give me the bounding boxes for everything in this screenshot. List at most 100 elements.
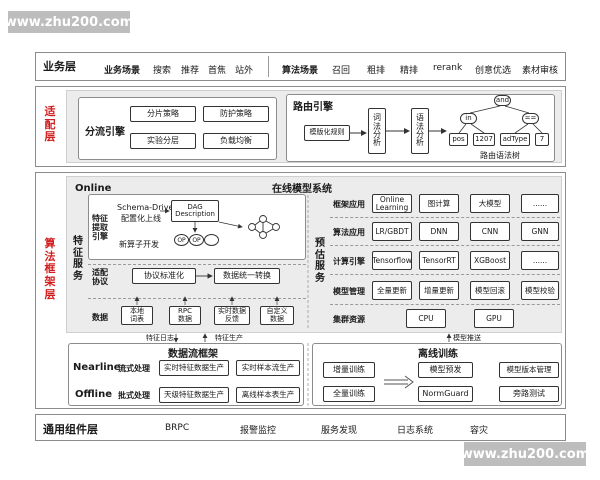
algo-item-coarse-rank: 粗排: [367, 66, 386, 76]
stream-framework-title: 数据流框架: [168, 349, 218, 360]
estimate-item: 模型校验: [521, 281, 559, 300]
algo-item-rerank: rerank: [433, 63, 463, 73]
estimate-item: ......: [521, 194, 559, 213]
bypass-test: 旁路测试: [499, 386, 559, 402]
batch-processing-label: 批式处理: [118, 391, 150, 400]
business-item-search: 搜索: [153, 66, 172, 76]
protocol-standardization: 协议标准化: [132, 268, 196, 284]
algo-scene-label: 算法场景: [282, 66, 319, 76]
routing-lexical-analysis: 词法分析: [368, 108, 386, 154]
business-item-external: 站外: [235, 66, 254, 76]
dag-arrow-graph: [218, 221, 243, 229]
traffic-protect-strategy: 防护策略: [203, 106, 269, 122]
tree-node-and: and: [494, 95, 511, 106]
tree-edge-2: [504, 105, 530, 114]
op-ellipse-3: [204, 234, 219, 246]
business-item-recommend: 推荐: [181, 66, 200, 76]
online-label: Online: [75, 183, 112, 194]
estimate-item: GPU: [474, 309, 514, 328]
estimate-row-divider: [330, 304, 560, 305]
model-preview: 模型预发: [418, 362, 473, 378]
schema-config-text: 配置化上线: [121, 214, 161, 223]
estimate-item: LR/GBDT: [372, 222, 412, 241]
offline-training-title: 离线训练: [418, 349, 458, 360]
traffic-engine-title: 分流引擎: [85, 127, 125, 138]
feature-service-title: 特征服务: [73, 236, 83, 282]
feature-log-label: 特征日志: [146, 334, 174, 342]
routing-syntax-analysis: 语法分析: [411, 108, 429, 154]
watermark-bottom: www.zhu200.com: [461, 442, 589, 466]
nearline-label: Nearline: [73, 362, 121, 373]
traffic-load-balance: 负载均衡: [203, 133, 269, 149]
estimate-row-label: 算法应用: [333, 228, 365, 237]
dag-graph-shape: [248, 215, 280, 239]
data-source-local-vocab: 本地词表: [121, 306, 153, 325]
op-ellipse-1: OP: [174, 234, 189, 246]
schema-driven-text: Schema-Driven: [117, 203, 179, 212]
tree-edge-6: [532, 123, 543, 134]
feature-prod-label: 特征生产: [215, 334, 243, 342]
training-arrow: [384, 375, 414, 389]
common-item-disaster: 容灾: [470, 426, 489, 436]
algo-item-fine-rank: 精排: [400, 66, 419, 76]
tree-leaf-pos: pos: [449, 133, 468, 146]
algo-framework-title: 算法框架层: [44, 237, 56, 301]
estimate-item: 大模型: [470, 194, 510, 213]
estimate-item: GNN: [521, 222, 559, 241]
common-item-alarm: 报警监控: [240, 426, 277, 436]
watermark-top: www.zhu200.com: [5, 11, 133, 33]
algo-item-creative: 创意优选: [475, 66, 512, 76]
incremental-training: 增量训练: [323, 362, 375, 378]
realtime-feature-production: 实时特征数据生产: [159, 360, 229, 376]
data-source-custom: 自定义数据: [260, 306, 294, 325]
estimate-row-divider: [330, 274, 560, 275]
daily-feature-production: 天级特征数据生产: [159, 387, 229, 403]
new-operator-text: 新算子开发: [119, 240, 159, 249]
estimate-item: 全量更新: [372, 281, 412, 300]
tree-node-in: in: [460, 113, 477, 124]
offline-label: Offline: [75, 389, 112, 400]
routing-engine-title: 路由引擎: [293, 102, 333, 113]
offline-sample-table: 离线样本表生产: [236, 387, 300, 403]
full-training: 全量训练: [323, 386, 375, 402]
adapter-protocol-label: 适配协议: [92, 268, 108, 287]
tree-leaf-adtype: adType: [500, 133, 530, 146]
model-push-label: 模型推送: [453, 334, 481, 342]
estimate-row-divider: [330, 217, 560, 218]
model-version-management: 模型版本管理: [499, 362, 559, 378]
estimate-item: Tensorflow: [372, 251, 412, 270]
adapter-layer-title: 适配层: [44, 105, 56, 144]
tree-caption: 路由语法树: [480, 151, 520, 160]
estimate-item: 图计算: [419, 194, 459, 213]
estimate-item: 增量更新: [419, 281, 459, 300]
common-item-logging: 日志系统: [397, 426, 434, 436]
traffic-shard-strategy: 分片策略: [130, 106, 196, 122]
tree-node-eq: ==: [522, 113, 539, 124]
data-source-realtime-feedback: 实时数据反馈: [214, 306, 250, 325]
estimate-row-label: 集群资源: [333, 315, 365, 324]
common-item-brpc: BRPC: [165, 423, 190, 433]
stream-processing-label: 流式处理: [118, 364, 150, 373]
business-scene-label: 业务场景: [104, 66, 141, 76]
estimate-row-divider: [330, 245, 560, 246]
common-layer-panel: [35, 414, 566, 441]
estimate-row-label: 计算引擎: [333, 257, 365, 266]
estimate-item: 模型回滚: [470, 281, 510, 300]
business-divider: [268, 56, 269, 77]
tree-edge-5: [514, 123, 529, 134]
estimate-item: DNN: [419, 222, 459, 241]
traffic-experiment-layer: 实验分层: [130, 133, 196, 149]
estimate-row-label: 框架应用: [333, 200, 365, 209]
realtime-sample-stream: 实时样本流生产: [236, 360, 300, 376]
estimate-item: TensorRT: [419, 251, 459, 270]
estimate-item: CNN: [470, 222, 510, 241]
feature-extraction-panel: [88, 194, 306, 260]
tree-leaf-1207: 1207: [473, 133, 495, 146]
feature-divider-2: [88, 298, 306, 299]
tree-leaf-7: 7: [535, 133, 549, 146]
business-layer-panel: [35, 52, 566, 81]
